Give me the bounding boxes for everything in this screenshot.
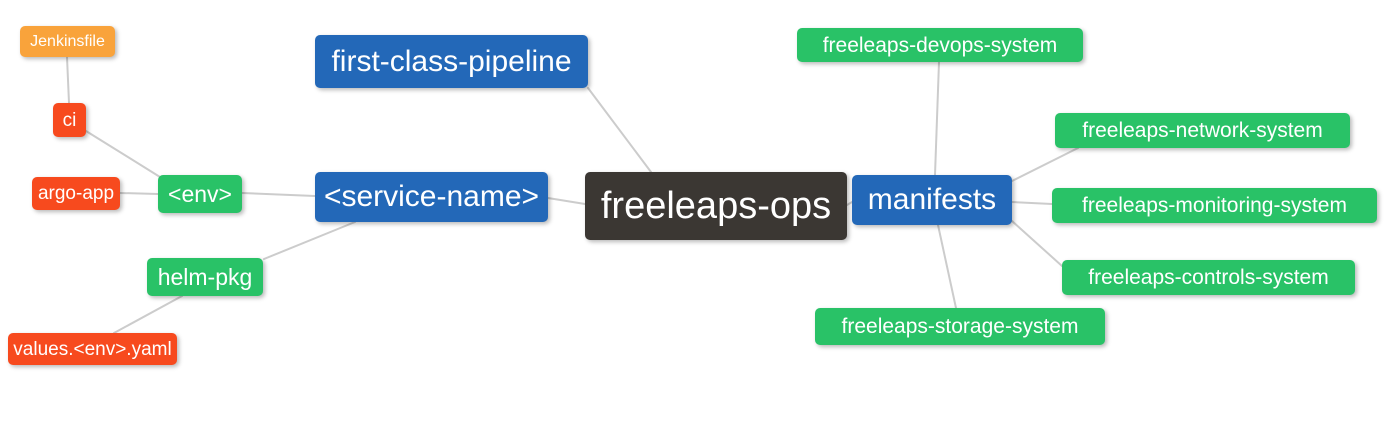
node-manifests[interactable]: manifests <box>852 175 1012 225</box>
node-freeleaps-controls-system[interactable]: freeleaps-controls-system <box>1062 260 1355 295</box>
node-freeleaps-ops[interactable]: freeleaps-ops <box>585 172 847 240</box>
edge-manifests-to-freeleaps-storage-system <box>937 224 957 309</box>
node-first-class-pipeline[interactable]: first-class-pipeline <box>315 35 588 88</box>
node-freeleaps-monitoring-system[interactable]: freeleaps-monitoring-system <box>1052 188 1377 223</box>
edge-freeleaps-ops-to-manifests <box>846 201 853 206</box>
edge-service-name-to-helm-pkg <box>263 221 356 260</box>
node-jenkinsfile[interactable]: Jenkinsfile <box>20 26 115 57</box>
node-argo-app[interactable]: argo-app <box>32 177 120 210</box>
node-freeleaps-network-system[interactable]: freeleaps-network-system <box>1055 113 1350 148</box>
edge-manifests-to-freeleaps-monitoring-system <box>1011 201 1053 205</box>
edge-ci-to-env <box>85 130 161 178</box>
edge-manifests-to-freeleaps-network-system <box>1011 147 1079 182</box>
edge-first-class-pipeline-to-freeleaps-ops <box>587 87 652 173</box>
edge-manifests-to-freeleaps-devops-system <box>934 61 940 176</box>
node-ci[interactable]: ci <box>53 103 86 137</box>
edge-service-name-to-freeleaps-ops <box>547 197 586 205</box>
node-service-name[interactable]: <service-name> <box>315 172 548 222</box>
edge-manifests-to-freeleaps-controls-system <box>1011 220 1063 267</box>
edge-env-to-service-name <box>241 192 316 197</box>
node-freeleaps-devops-system[interactable]: freeleaps-devops-system <box>797 28 1083 62</box>
edge-helm-pkg-to-values-env-yaml <box>113 295 183 334</box>
node-helm-pkg[interactable]: helm-pkg <box>147 258 263 296</box>
node-env[interactable]: <env> <box>158 175 242 213</box>
edge-argo-app-to-env <box>119 192 159 195</box>
edge-jenkinsfile-to-ci <box>66 56 70 104</box>
node-values-env-yaml[interactable]: values.<env>.yaml <box>8 333 177 365</box>
node-freeleaps-storage-system[interactable]: freeleaps-storage-system <box>815 308 1105 345</box>
